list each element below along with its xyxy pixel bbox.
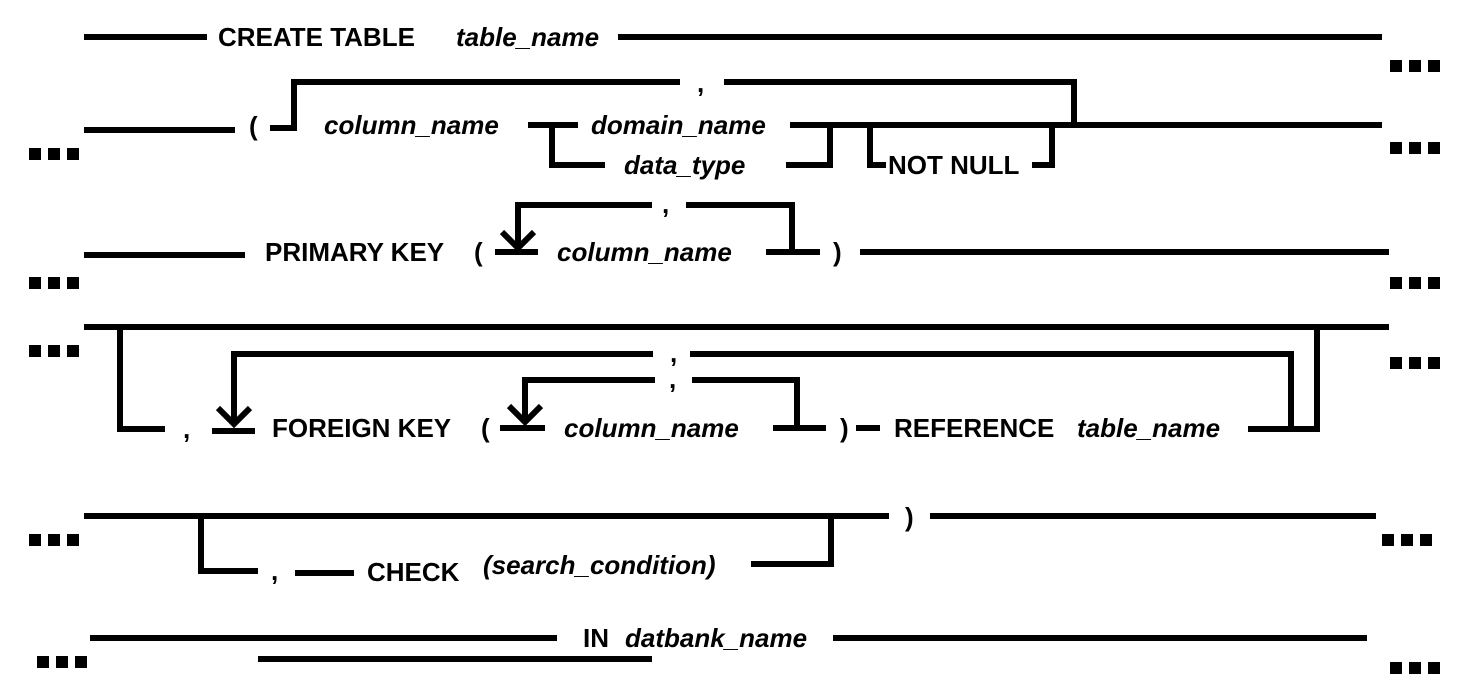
check-branch <box>198 516 258 574</box>
check-comma: , <box>271 556 278 586</box>
row5-continuation-dots-left <box>29 534 79 546</box>
column-name-param: column_name <box>324 110 499 140</box>
row3-continuation-dots-left <box>29 277 79 289</box>
data-type-branch <box>549 125 605 168</box>
primary-key-close-paren: ) <box>833 237 842 267</box>
open-paren: ( <box>249 111 258 141</box>
primary-key-repeat-loop <box>515 202 795 252</box>
row-foreign-key: , , FOREIGN KEY ( , column_name ) REFERE… <box>29 324 1440 444</box>
foreign-key-inner-loop <box>522 377 800 428</box>
check-branch-return <box>751 516 834 567</box>
search-condition-param: (search_condition) <box>483 550 716 580</box>
reference-keyword: REFERENCE <box>894 413 1054 443</box>
not-null-branch <box>867 125 886 168</box>
foreign-key-inner-loop-arrow <box>506 403 544 427</box>
row5-continuation-dots-right <box>1382 534 1432 546</box>
row1-continuation-dots <box>1390 60 1440 72</box>
not-null-branch-return <box>1032 125 1055 168</box>
foreign-key-keyword: FOREIGN KEY <box>272 413 451 443</box>
row3-continuation-dots-right <box>1390 277 1440 289</box>
foreign-key-outer-loop <box>231 351 1294 429</box>
row-column-definition: ( , column_name domain_name data_type NO… <box>29 68 1440 180</box>
column-loop-comma: , <box>697 68 704 98</box>
column-repeat-loop <box>270 79 1077 131</box>
row-create-table: CREATE TABLE table_name <box>84 22 1440 72</box>
foreign-key-inner-loop-comma: , <box>669 364 676 394</box>
row-primary-key: PRIMARY KEY ( , column_name ) <box>29 189 1440 289</box>
in-keyword: IN <box>583 623 609 653</box>
row-check-constraint: ) , CHECK (search_condition) <box>29 502 1432 587</box>
primary-key-loop-arrow <box>499 229 537 253</box>
foreign-key-outer-loop-comma: , <box>670 338 677 368</box>
foreign-key-open-paren: ( <box>481 413 490 443</box>
row4-continuation-dots-right <box>1390 357 1440 369</box>
row6-continuation-dots-right <box>1390 662 1440 674</box>
not-null-keyword: NOT NULL <box>888 150 1020 180</box>
reference-table-name: table_name <box>1077 413 1220 443</box>
foreign-key-entry-comma: , <box>183 414 190 444</box>
primary-key-keyword: PRIMARY KEY <box>265 237 444 267</box>
primary-key-open-paren: ( <box>474 237 483 267</box>
foreign-key-branch <box>117 327 165 432</box>
datbank-name-param: datbank_name <box>625 623 807 653</box>
foreign-key-branch-return <box>1248 325 1320 432</box>
data-type-branch-return <box>786 125 833 168</box>
table-name-param: table_name <box>456 22 599 52</box>
foreign-key-outer-loop-arrow <box>215 405 253 429</box>
primary-key-loop-comma: , <box>662 189 669 219</box>
row4-continuation-dots-left <box>29 345 79 357</box>
row2-continuation-dots-right <box>1390 142 1440 154</box>
row6-continuation-dots-left <box>37 656 87 668</box>
check-keyword: CHECK <box>367 557 460 587</box>
data-type-param: data_type <box>624 150 745 180</box>
row2-continuation-dots-left <box>29 148 79 160</box>
foreign-key-column-name: column_name <box>564 413 739 443</box>
foreign-key-close-paren: ) <box>840 413 849 443</box>
domain-name-param: domain_name <box>591 110 766 140</box>
create-table-keyword: CREATE TABLE <box>218 22 415 52</box>
row-in-databank: IN datbank_name <box>37 623 1440 674</box>
primary-key-column-name: column_name <box>557 237 732 267</box>
table-close-paren: ) <box>905 502 914 532</box>
